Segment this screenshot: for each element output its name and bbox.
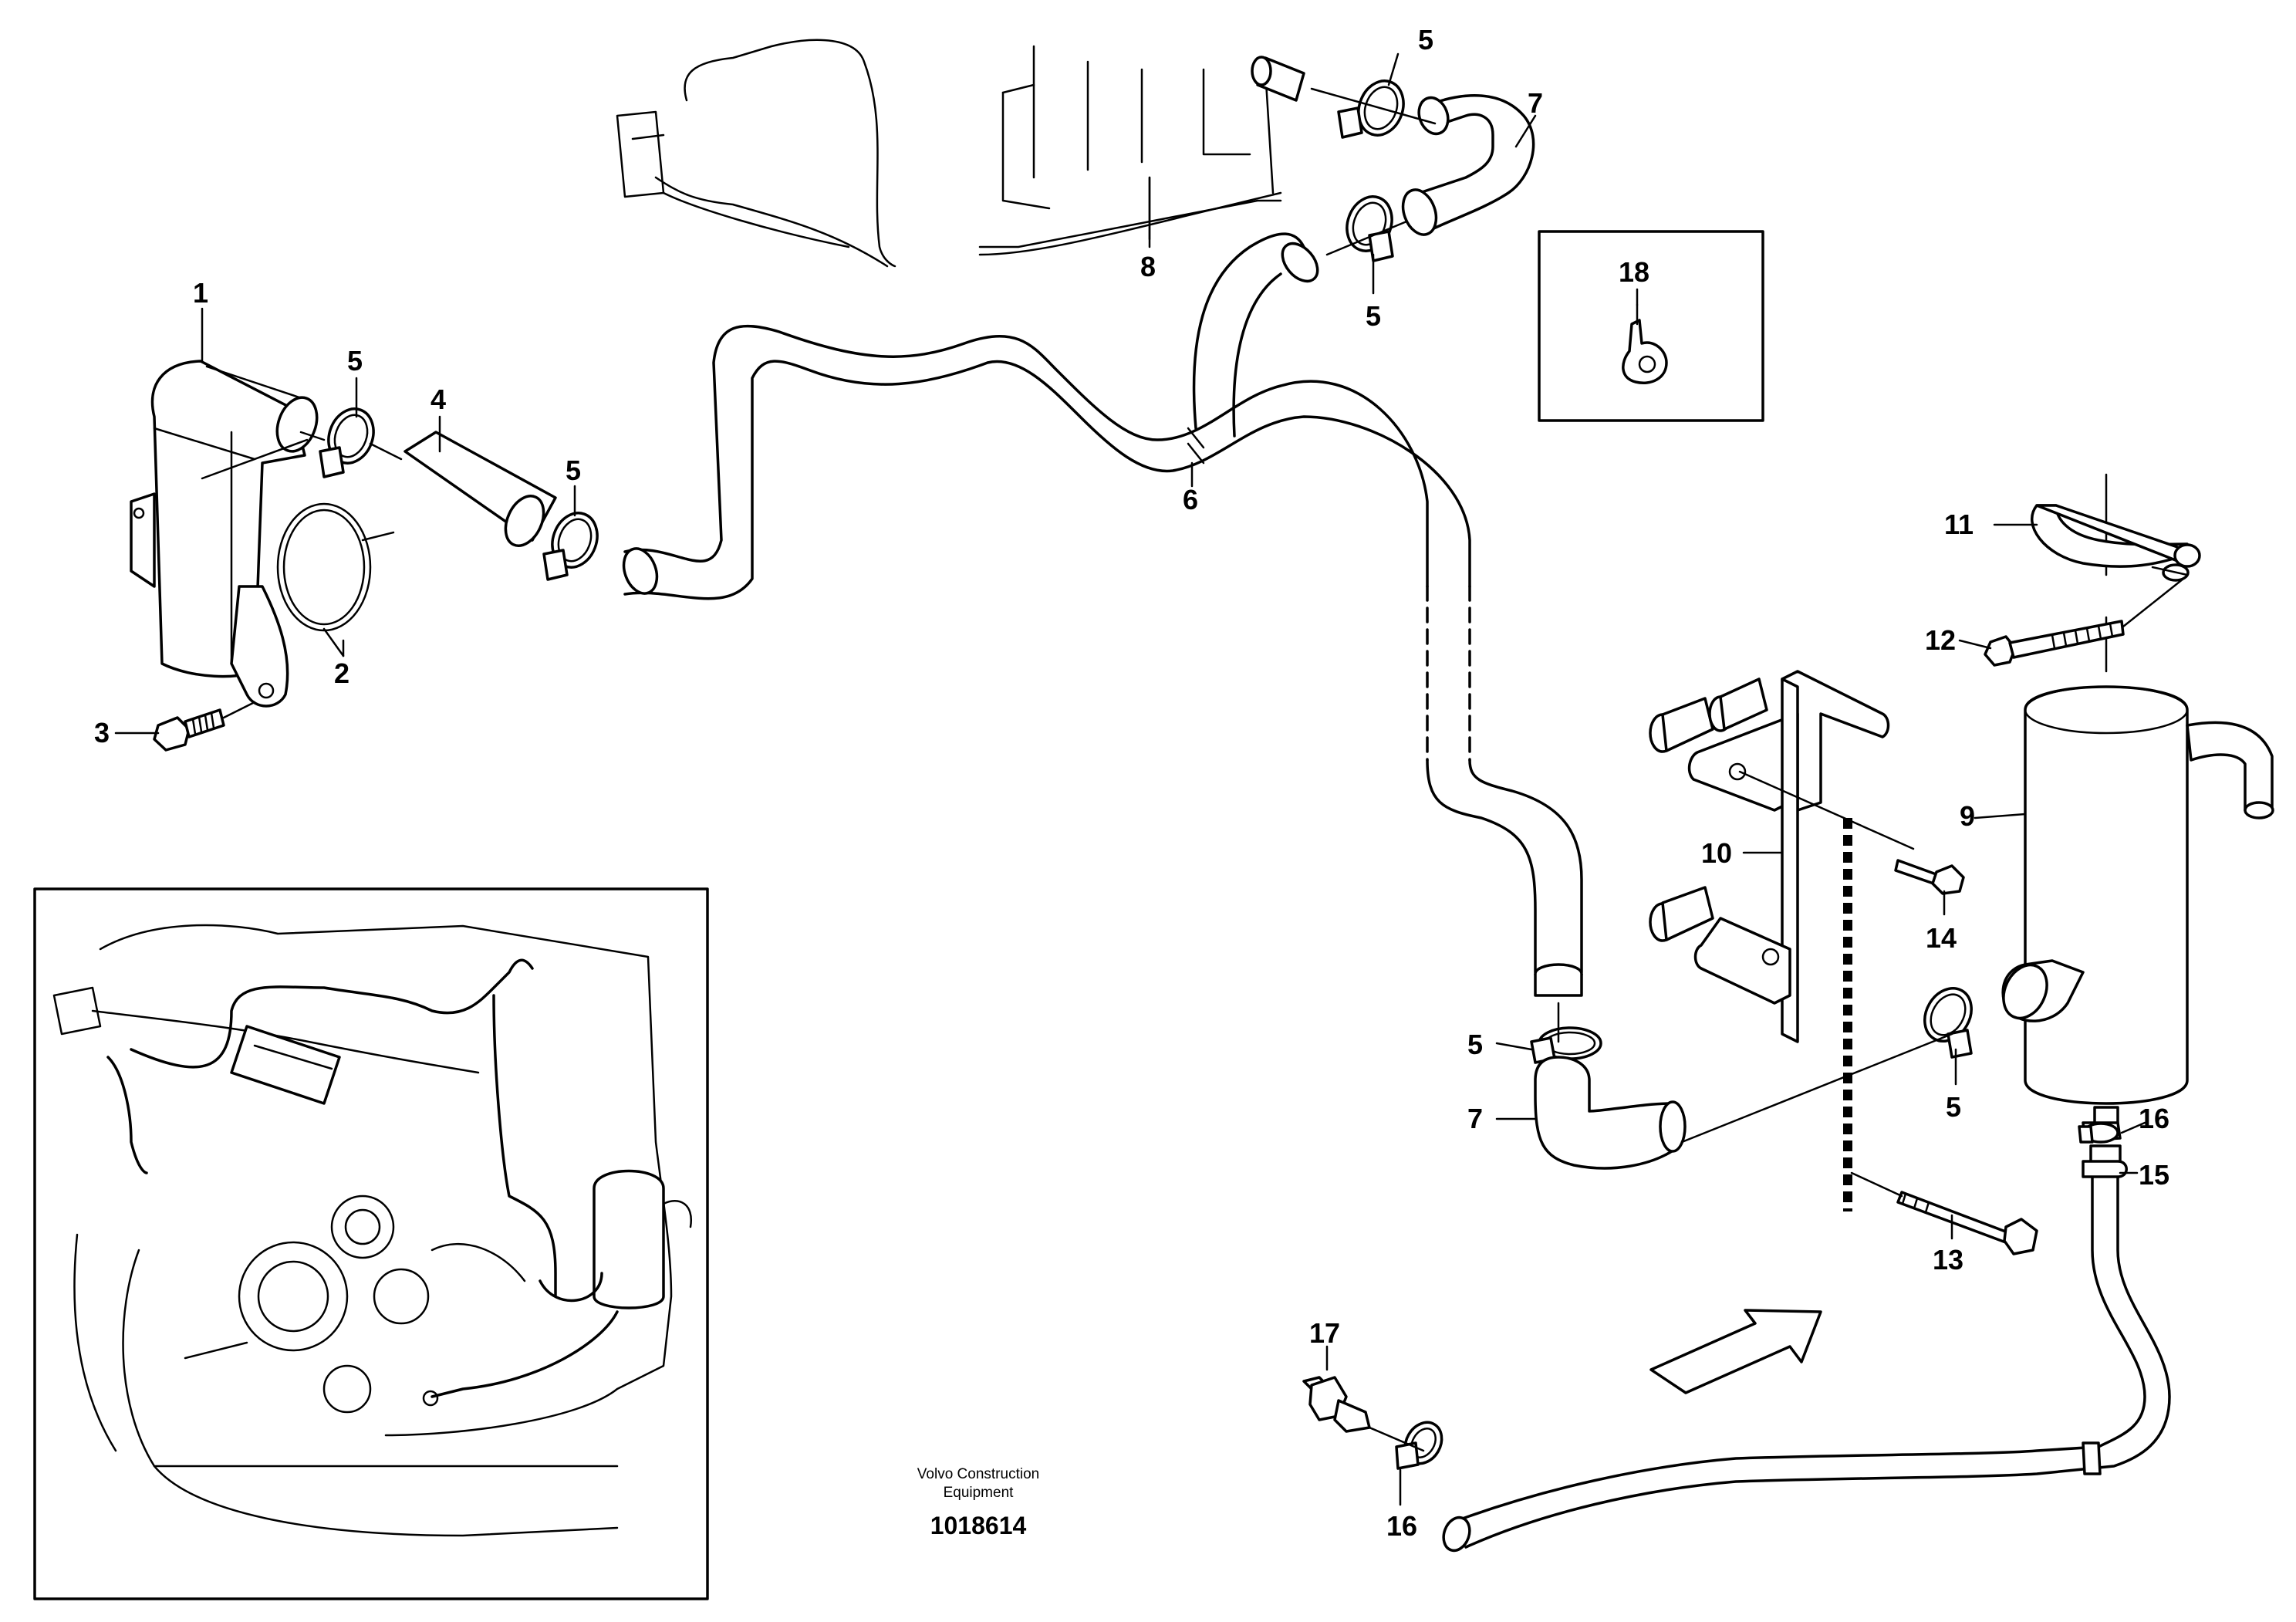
callout-14: 14 bbox=[1926, 922, 1957, 954]
flow-arrow bbox=[1649, 1309, 1822, 1394]
callout-7b: 7 bbox=[1467, 1103, 1483, 1134]
part-14-bolt bbox=[1894, 859, 1965, 895]
leader-lines bbox=[114, 52, 2146, 1506]
part-2-o-ring bbox=[276, 502, 395, 657]
callout-6: 6 bbox=[1183, 484, 1198, 515]
part-5-clamp-b bbox=[542, 512, 599, 581]
part-17-fitting bbox=[1302, 1376, 1425, 1452]
callout-12: 12 bbox=[1925, 624, 1956, 656]
part-16-clamp-lower bbox=[1395, 1421, 1443, 1470]
engine-outline bbox=[616, 39, 1282, 268]
part-1-housing bbox=[130, 360, 319, 708]
part-4-straight-hose bbox=[299, 431, 557, 547]
callout-5e: 5 bbox=[1467, 1029, 1483, 1060]
part-5-clamp-f bbox=[1923, 987, 1973, 1059]
callout-15: 15 bbox=[2139, 1159, 2169, 1191]
part-10-bracket bbox=[1649, 670, 1915, 1043]
callout-7a: 7 bbox=[1528, 87, 1543, 119]
part-5-clamp-c bbox=[1337, 79, 1405, 139]
part-15-drain-hose bbox=[1442, 1144, 2171, 1553]
callout-1: 1 bbox=[193, 277, 208, 309]
drawing-number: 1018614 bbox=[930, 1512, 1027, 1539]
callout-17: 17 bbox=[1309, 1317, 1340, 1349]
part-18-inset bbox=[1538, 230, 1764, 422]
part-3-bolt bbox=[153, 701, 256, 752]
brand-line-1: Volvo Construction bbox=[917, 1466, 1039, 1482]
part-5-clamp-d bbox=[1346, 195, 1394, 262]
overview-inset bbox=[33, 887, 709, 1600]
brand-line-2: Equipment bbox=[944, 1485, 1015, 1501]
callout-5a: 5 bbox=[347, 345, 363, 377]
callout-9: 9 bbox=[1960, 800, 1975, 832]
part-13-bolt bbox=[1850, 1171, 2038, 1255]
callout-5d: 5 bbox=[1366, 300, 1381, 332]
callout-16a: 16 bbox=[2139, 1103, 2169, 1134]
callout-5b: 5 bbox=[566, 454, 581, 486]
callout-5c: 5 bbox=[1418, 24, 1433, 56]
callout-numbers: 1 2 3 4 5 5 5 5 5 5 6 7 7 8 9 10 11 12 1… bbox=[94, 24, 2169, 1542]
part-12-bolt bbox=[1984, 577, 2185, 667]
callout-5f: 5 bbox=[1946, 1091, 1961, 1123]
part-5-clamp-a bbox=[319, 407, 375, 478]
part-9-trap bbox=[2001, 473, 2274, 1136]
part-7-elbow-top bbox=[1251, 56, 1535, 236]
part-7-elbow-bottom bbox=[1534, 1032, 1953, 1170]
part-6-pipe bbox=[622, 215, 1583, 1043]
callout-11: 11 bbox=[1944, 509, 1974, 540]
callout-16b: 16 bbox=[1386, 1510, 1417, 1542]
part-11-strap bbox=[2031, 504, 2201, 582]
footer: Volvo Construction Equipment 1018614 bbox=[917, 1466, 1039, 1539]
part-5-clamp-e bbox=[1530, 1026, 1602, 1064]
callout-8: 8 bbox=[1140, 251, 1156, 282]
part-16-clamp-upper bbox=[2078, 1121, 2122, 1144]
callout-3: 3 bbox=[94, 717, 110, 748]
callout-10: 10 bbox=[1701, 837, 1732, 869]
callout-18: 18 bbox=[1619, 256, 1649, 288]
callout-13: 13 bbox=[1933, 1244, 1963, 1276]
callout-4: 4 bbox=[430, 384, 446, 415]
callout-2: 2 bbox=[334, 657, 349, 689]
